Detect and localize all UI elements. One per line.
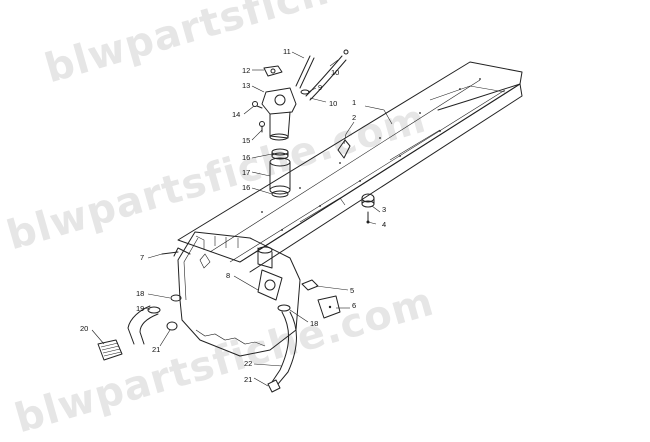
callout-10-lower: 10 xyxy=(329,99,337,108)
callout-20: 20 xyxy=(80,324,88,333)
gasket-part-12 xyxy=(263,65,283,77)
callout-7: 7 xyxy=(140,253,144,262)
callout-19: 19 xyxy=(136,304,144,313)
callout-18-left: 18 xyxy=(136,289,144,298)
callout-22: 22 xyxy=(244,359,252,368)
callout-2: 2 xyxy=(352,113,356,122)
strap-part-7 xyxy=(161,251,179,255)
callout-12: 12 xyxy=(242,66,250,75)
filler-hose-part-17 xyxy=(269,157,291,195)
callout-18-right: 18 xyxy=(310,319,318,328)
callout-11: 11 xyxy=(283,47,291,56)
vent-tube-part-11 xyxy=(295,55,315,89)
callout-15: 15 xyxy=(242,136,250,145)
vent-hose-part-10 xyxy=(305,49,349,101)
callout-14: 14 xyxy=(232,110,240,119)
clamp-part-9 xyxy=(300,89,310,95)
callout-4: 4 xyxy=(382,220,386,229)
callout-6: 6 xyxy=(352,301,356,310)
callout-1: 1 xyxy=(352,98,356,107)
strap-part-2 xyxy=(337,139,351,159)
clamp-part-21-left xyxy=(166,321,178,331)
callout-17: 17 xyxy=(242,168,250,177)
exploded-view: 1 2 3 4 5 6 7 8 9 10 10 11 12 13 14 15 1… xyxy=(80,47,523,393)
callout-10-upper: 10 xyxy=(331,68,339,77)
tank-part-8 xyxy=(173,231,301,357)
screw-part-14 xyxy=(252,101,263,109)
bumper-part-3 xyxy=(361,193,375,208)
callout-21-right: 21 xyxy=(244,375,252,384)
callout-labels: 1 2 3 4 5 6 7 8 9 10 10 11 12 13 14 15 1… xyxy=(80,47,386,384)
callout-3: 3 xyxy=(382,205,386,214)
clamp-part-21-right xyxy=(267,379,281,393)
callout-21-left: 21 xyxy=(152,345,160,354)
parts-diagram: blwpartsfiche.com blwpartsfiche.com blwp… xyxy=(2,0,523,442)
leader-lines xyxy=(91,51,393,387)
hose-part-20 xyxy=(97,339,123,361)
callout-16-upper: 16 xyxy=(242,153,250,162)
clamp-part-18-left xyxy=(170,294,182,302)
drain-hose-part-22 xyxy=(271,311,298,385)
filler-cap-part-13 xyxy=(261,87,297,141)
callout-9: 9 xyxy=(318,83,322,92)
clamp-part-18-right xyxy=(277,304,291,312)
clip-part-5 xyxy=(301,279,319,291)
callout-5: 5 xyxy=(350,286,354,295)
callout-13: 13 xyxy=(242,81,250,90)
callout-16-lower: 16 xyxy=(242,183,250,192)
clamp-part-16-upper xyxy=(271,148,289,160)
callout-8: 8 xyxy=(226,271,230,280)
rail-tunnel-assembly xyxy=(177,61,523,273)
elbow-hose-part-19 xyxy=(127,305,161,345)
bracket-part-6 xyxy=(317,295,341,319)
screw-part-15 xyxy=(259,121,265,133)
screw-part-4 xyxy=(366,211,370,224)
